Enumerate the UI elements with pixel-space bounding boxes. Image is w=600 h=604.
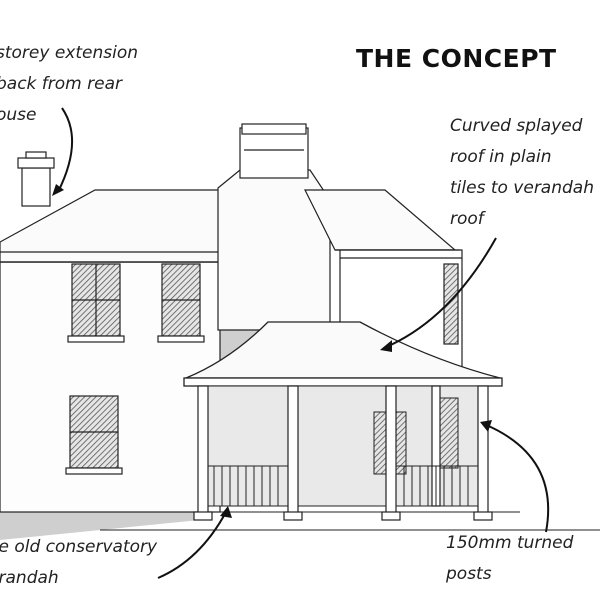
arrow-extension (57, 107, 73, 193)
verandah-roof (183, 321, 503, 387)
windows (65, 263, 205, 475)
arrow-conservatory (157, 511, 227, 579)
annotation-line: 150mm turned (446, 533, 574, 553)
annotation-conservatory: ove old conservatory verandah (0, 532, 157, 594)
annotation-line: roof (450, 209, 484, 229)
annotation-line: back from rear (0, 74, 122, 94)
annotation-posts: 150mm turned posts (446, 528, 573, 590)
arrow-posts (483, 423, 550, 533)
annotation-line: ove old conservatory (0, 537, 158, 557)
turned-posts (193, 385, 493, 521)
annotation-line: tiles to verandah (450, 178, 594, 198)
annotation-line: verandah (0, 568, 59, 588)
verandah-wall (204, 385, 486, 507)
balustrades (100, 465, 600, 531)
annotation-extension: storey extension back from rear ouse (0, 38, 138, 131)
page-title: THE CONCEPT (356, 44, 557, 73)
annotation-roof: Curved splayed roof in plain tiles to ve… (450, 111, 594, 235)
annotation-line: posts (446, 564, 492, 584)
annotation-line: roof in plain (450, 147, 552, 167)
leader-arrows (57, 107, 550, 579)
annotation-line: Curved splayed (450, 116, 583, 136)
arrow-roof (383, 237, 497, 349)
annotation-line: storey extension (0, 43, 139, 63)
annotation-line: ouse (0, 105, 37, 125)
